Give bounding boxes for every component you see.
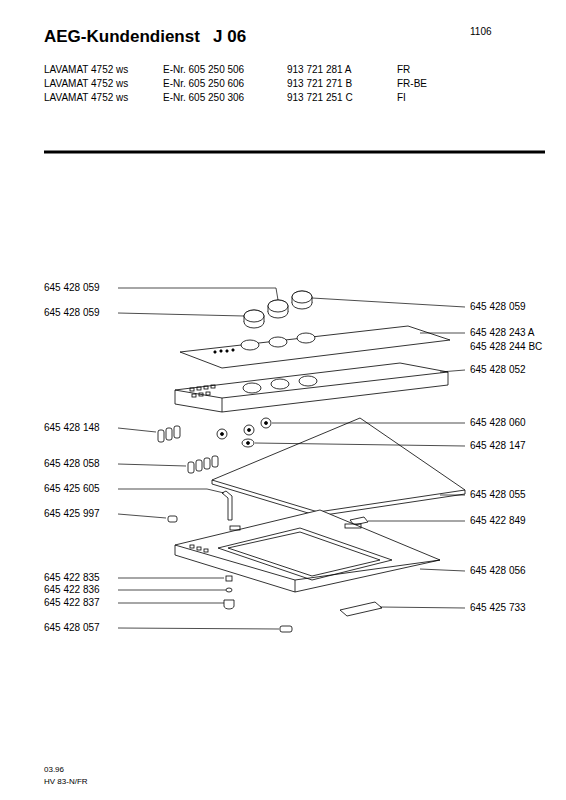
part-number: 645 428 148: [44, 423, 100, 433]
part-number: 645 428 052: [470, 365, 526, 375]
enr-cell: E-Nr. 605 250 606: [163, 79, 244, 89]
country-cell: FR-BE: [397, 79, 427, 89]
footer-date: 03.96: [44, 766, 64, 774]
part-number: 645 428 056: [470, 566, 526, 576]
model-cell: LAVAMAT 4752 ws: [44, 79, 128, 89]
country-cell: FR: [397, 65, 410, 75]
part-number: 645 422 837: [44, 598, 100, 608]
part-number: 645 425 997: [44, 509, 100, 519]
part-number: 645 428 055: [470, 490, 526, 500]
enr-cell: E-Nr. 605 250 306: [163, 93, 244, 103]
page-title: AEG-Kundendienst: [44, 28, 200, 45]
pnc-cell: 913 721 251 C: [287, 93, 353, 103]
part-number: 645 422 836: [44, 585, 100, 595]
part-number: 645 428 060: [470, 418, 526, 428]
part-number: 645 428 243 A: [470, 328, 535, 338]
pnc-cell: 913 721 281 A: [287, 65, 352, 75]
part-number: 645 425 733: [470, 603, 526, 613]
country-cell: FI: [397, 93, 406, 103]
page-number: 1106: [470, 27, 492, 37]
part-number: 645 425 605: [44, 484, 100, 494]
part-number: 645 422 849: [470, 516, 526, 526]
part-number: 645 428 059: [470, 302, 526, 312]
part-number: 645 422 835: [44, 573, 100, 583]
part-number: 645 428 147: [470, 441, 526, 451]
part-number: 645 428 059: [44, 283, 100, 293]
part-number: 645 428 057: [44, 623, 100, 633]
footer-code: HV 83-N/FR: [44, 778, 88, 786]
pnc-cell: 913 721 271 B: [287, 79, 352, 89]
sheet-code: J 06: [213, 28, 246, 45]
model-cell: LAVAMAT 4752 ws: [44, 93, 128, 103]
enr-cell: E-Nr. 605 250 506: [163, 65, 244, 75]
part-number: 645 428 244 BC: [470, 342, 542, 352]
model-cell: LAVAMAT 4752 ws: [44, 65, 128, 75]
part-number: 645 428 059: [44, 308, 100, 318]
part-number: 645 428 058: [44, 459, 100, 469]
